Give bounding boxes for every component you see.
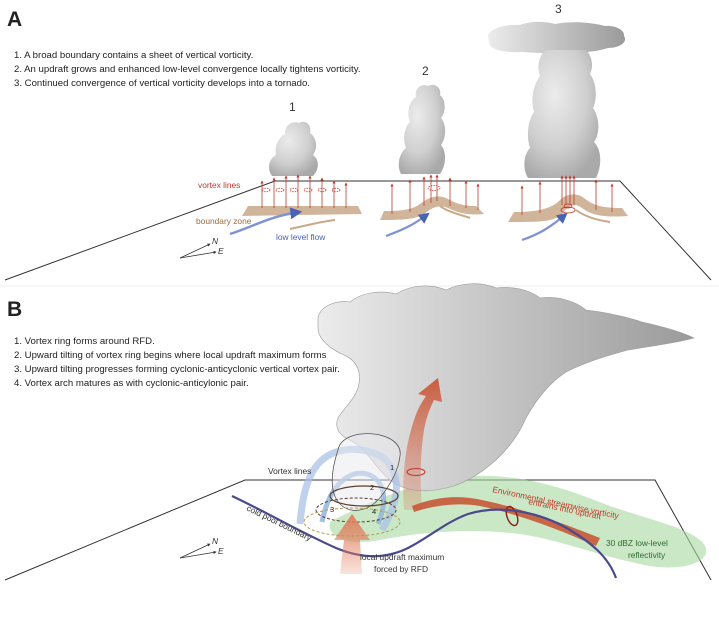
streamwise-vorticity-tube	[412, 497, 600, 546]
rising-vortex-loop	[406, 467, 426, 477]
label-local-updraft-2: forced by RFD	[374, 564, 428, 574]
boundary-zone-slab-2	[380, 196, 484, 220]
ring-number: 1	[390, 463, 394, 472]
ring-number: 3	[330, 505, 334, 514]
stage-number-2: 2	[422, 64, 429, 78]
label-vortex-lines: vortex lines	[198, 180, 240, 190]
stage-number-3: 3	[555, 2, 562, 16]
panel-a-letter: A	[7, 8, 22, 31]
low-level-flow-arrows-1	[229, 207, 336, 236]
vortex-ring-outline	[331, 433, 401, 511]
compass-a-north: N	[212, 236, 219, 246]
stage-number-1: 1	[289, 100, 296, 114]
label-reflectivity-1: 30 dBZ low-level	[606, 538, 668, 548]
panel-a-step: 2. An updraft grows and enhanced low-lev…	[14, 64, 360, 75]
label-vortex-lines-b: Vortex lines	[268, 466, 311, 476]
cloud-stage-3-anvil	[488, 21, 626, 54]
label-low-level-flow: low level flow	[276, 232, 326, 242]
panel-b-step: 1. Vortex ring forms around RFD.	[14, 336, 155, 347]
panel-b-step: 2. Upward tilting of vortex ring begins …	[14, 350, 327, 361]
low-level-flow-arrows-2	[385, 205, 471, 238]
ring-number: 2	[370, 483, 374, 492]
label-boundary-zone: boundary zone	[196, 216, 252, 226]
panel-a-steps: 1. A broad boundary contains a sheet of …	[14, 50, 360, 89]
panel-b-step: 3. Upward tilting progresses forming cyc…	[14, 364, 340, 375]
vortex-ring-numbers: 1 2 3 4	[330, 463, 394, 516]
boundary-zone-slab-1	[242, 206, 362, 216]
label-reflectivity-2: reflectivity	[628, 550, 666, 560]
compass-b	[179, 543, 217, 559]
cloud-stage-1	[269, 121, 318, 176]
compass-b-north: N	[212, 536, 219, 546]
low-level-flow-arrows-3	[521, 209, 611, 242]
panel-b: B 1. Vortex ring forms around RFD. 2. Up…	[4, 283, 712, 581]
vortex-lines-stage-1	[260, 174, 348, 208]
boundary-zone-slab-3	[508, 194, 628, 222]
cold-pool-boundary	[231, 495, 618, 579]
label-local-updraft-1: local updraft maximum	[360, 552, 444, 562]
panel-b-step: 4. Vortex arch matures as with cyclonic-…	[14, 378, 249, 389]
ground-plane	[4, 180, 712, 281]
panel-a-step: 1. A broad boundary contains a sheet of …	[14, 50, 253, 61]
vortex-lines-stage-2	[390, 174, 480, 214]
compass-a-east: E	[218, 246, 224, 256]
panel-a: A 1. A broad boundary contains a sheet o…	[4, 2, 712, 281]
rising-updraft-arrow	[403, 378, 442, 510]
vortex-lines-stage-3	[520, 175, 614, 215]
vortex-arch	[296, 433, 401, 537]
streamwise-loop	[505, 505, 519, 527]
ring-number: 4	[372, 507, 376, 516]
cloud-stage-2	[398, 84, 446, 174]
panel-b-steps: 1. Vortex ring forms around RFD. 2. Upwa…	[14, 336, 340, 389]
panel-b-letter: B	[7, 298, 22, 321]
compass-b-east: E	[218, 546, 224, 556]
local-updraft-arrow	[334, 514, 370, 574]
compass-a	[179, 243, 217, 259]
panel-a-step: 3. Continued convergence of vertical vor…	[14, 78, 310, 89]
cloud-stage-3-tower	[524, 50, 601, 178]
